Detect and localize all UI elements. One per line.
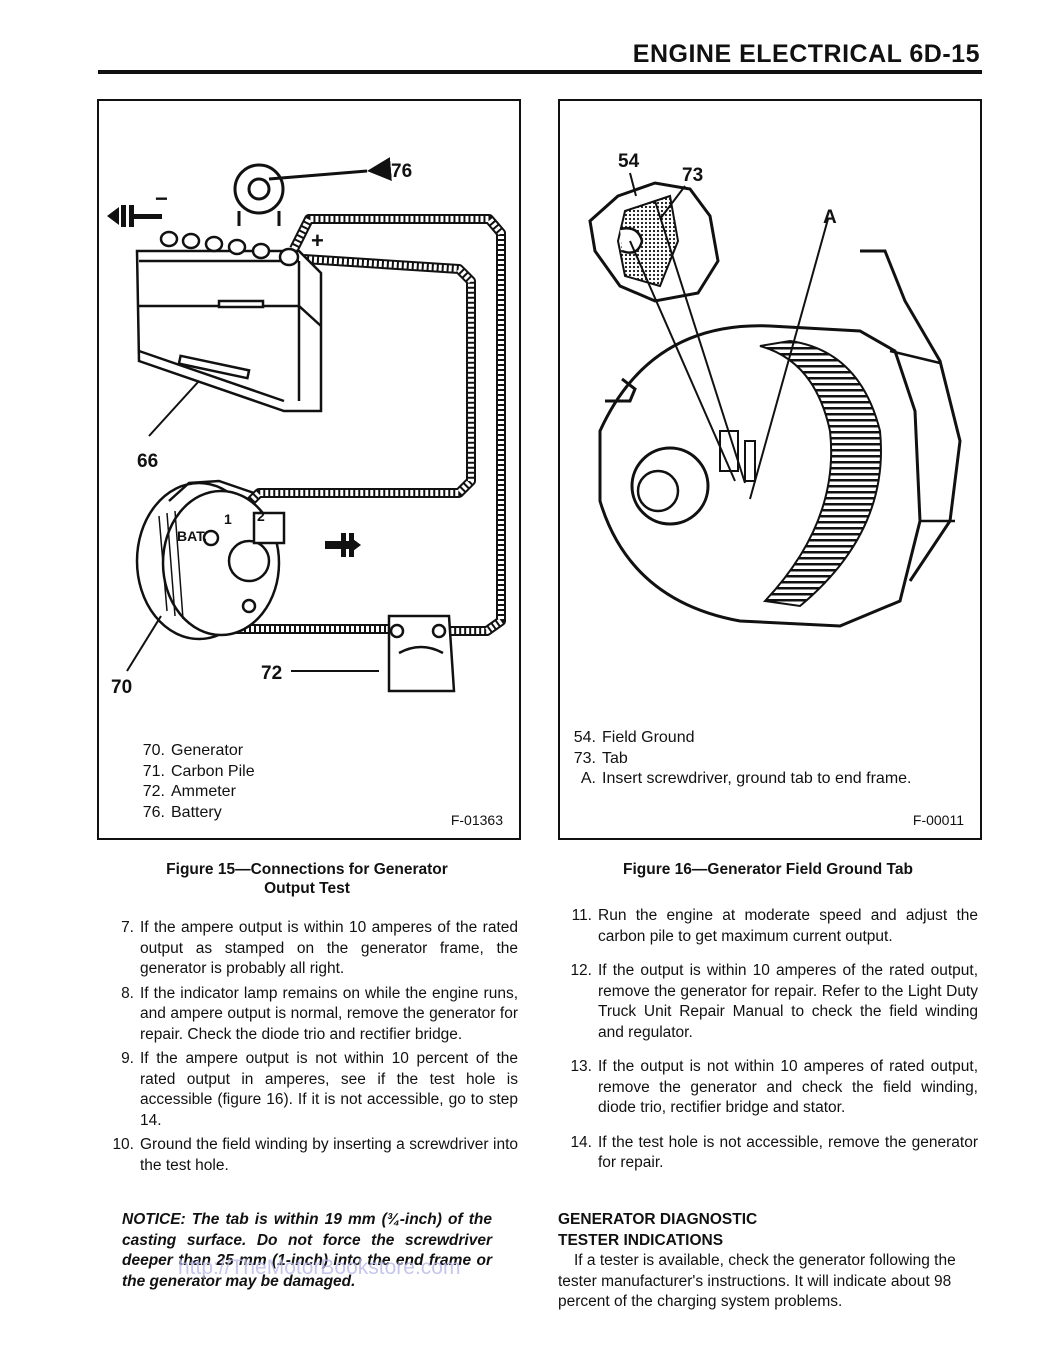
list-item: 7.If the ampere output is within 10 ampe… (121, 919, 518, 977)
legend-item: 71.Carbon Pile (142, 762, 255, 780)
legend-item: 70.Generator (142, 742, 244, 759)
figure-16-illustration: 54 73 A (588, 151, 962, 628)
bat-terminal-label: BAT. (177, 528, 207, 544)
steps-right: 11.Run the engine at moderate speed and … (558, 906, 978, 1188)
callout-72: 72 (261, 663, 282, 684)
section-paragraph: If a tester is available, check the gene… (558, 1252, 956, 1310)
terminal-2-label: 2 (257, 508, 265, 524)
figure-16-id: F-00011 (912, 812, 964, 828)
legend-item: 72.Ammeter (142, 783, 236, 800)
legend-item: 54.Field Ground (573, 729, 695, 746)
list-item: 14.If the test hole is not accessible, r… (570, 1133, 978, 1172)
figure-15-id: F-01363 (450, 812, 503, 828)
figure-15-caption: Figure 15—Connections for Generator Outp… (166, 861, 448, 897)
figure-15-illustration: 76 66 70 72 BAT. 1 2 − + (107, 157, 506, 698)
list-item: 13.If the output is not within 10 ampere… (570, 1058, 978, 1116)
list-item: 10.Ground the field winding by inserting… (112, 1136, 518, 1174)
callout-A: A (823, 207, 837, 228)
figure-15-legend: 70.Generator 71.Carbon Pile 72.Ammeter 7… (137, 741, 255, 823)
terminal-1-label: 1 (224, 511, 232, 527)
page-header-title: ENGINE ELECTRICAL 6D-15 (632, 40, 980, 68)
steps-left: 7.If the ampere output is within 10 ampe… (100, 918, 518, 1180)
plus-terminal-label: + (311, 228, 324, 253)
callout-73: 73 (682, 165, 703, 186)
legend-item: 73.Tab (573, 749, 628, 767)
list-item: 12.If the output is within 10 amperes of… (570, 962, 978, 1041)
section-heading: GENERATOR DIAGNOSTIC TESTER INDICATIONS (558, 1211, 758, 1249)
legend-item: 76.Battery (142, 803, 222, 821)
legend-item: A.Insert screwdriver, ground tab to end … (580, 770, 912, 787)
figure-16-box: 54 73 A 54.Field Ground 73.Tab A.Insert … (558, 99, 982, 840)
callout-70: 70 (111, 677, 132, 698)
callout-54: 54 (618, 151, 640, 172)
minus-terminal-label: − (155, 186, 168, 211)
list-item: 8.If the indicator lamp remains on while… (121, 984, 518, 1043)
figure-15-box: 76 66 70 72 BAT. 1 2 − + 70.Generator 71… (97, 99, 521, 840)
figure-16-legend: 54.Field Ground 73.Tab A.Insert screwdri… (568, 728, 912, 790)
list-item: 11.Run the engine at moderate speed and … (571, 907, 978, 945)
callout-66: 66 (137, 451, 158, 472)
callout-76: 76 (391, 161, 412, 182)
header-rule (98, 70, 982, 74)
notice-text: NOTICE: The tab is within 19 mm (¾-inch)… (122, 1211, 492, 1290)
figure-16-caption: Figure 16—Generator Field Ground Tab (623, 861, 913, 878)
watermark: http://TheMotorBookstore.com (178, 1256, 461, 1279)
list-item: 9.If the ampere output is not within 10 … (121, 1050, 518, 1129)
